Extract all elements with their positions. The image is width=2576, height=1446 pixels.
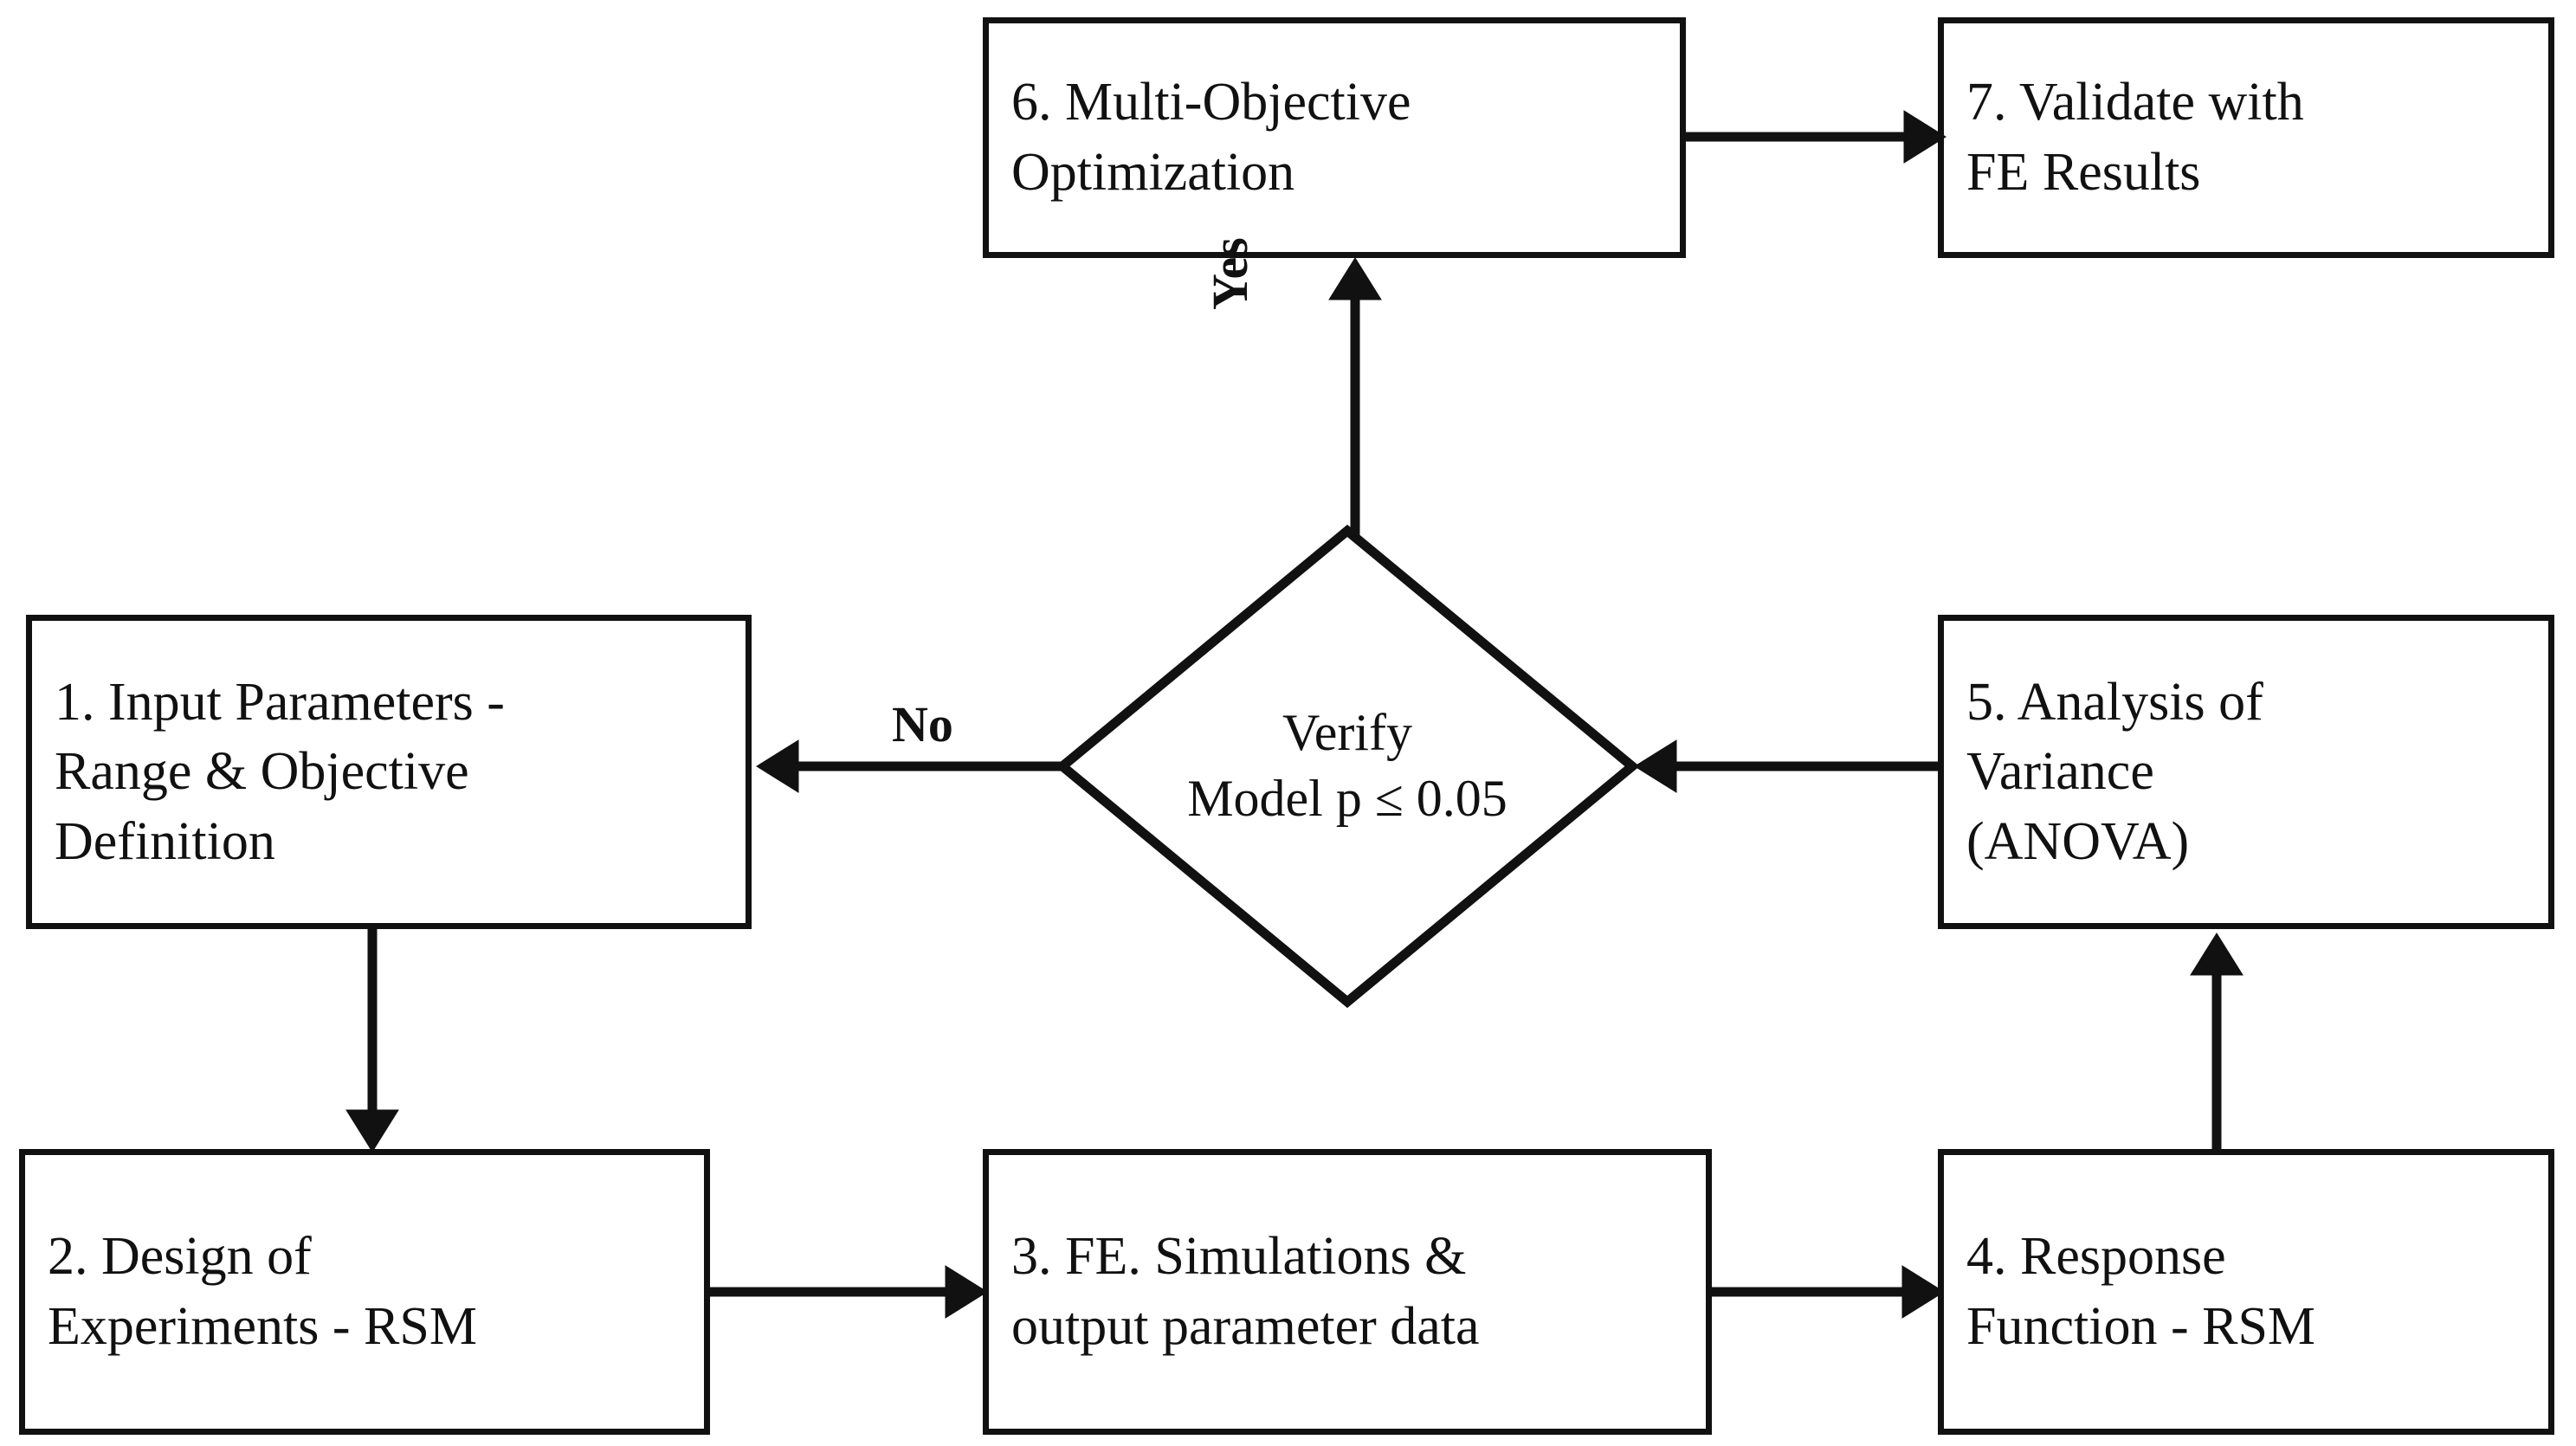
- node-step-3-fe-simulations[interactable]: 3. FE. Simulations & output parameter da…: [983, 1149, 1712, 1435]
- edge-step3-to-step4: [1712, 1265, 1945, 1319]
- node-decision-verify-model[interactable]: Verify Model p ≤ 0.05: [1055, 524, 1640, 1009]
- edge-step5-to-decision: [1634, 739, 1941, 793]
- edge-step6-to-step7: [1686, 110, 1947, 164]
- edge-decision-to-step1-no: [756, 739, 1063, 793]
- node-step-2-label: 2. Design of Experiments - RSM: [48, 1227, 477, 1356]
- edge-label-no: No: [892, 696, 953, 752]
- node-step-5-label: 5. Analysis of Variance (ANOVA): [1966, 672, 2263, 871]
- node-step-7-label: 7. Validate with FE Results: [1966, 73, 2304, 202]
- node-step-5-analysis-of-variance[interactable]: 5. Analysis of Variance (ANOVA): [1938, 615, 2554, 929]
- node-step-6-label: 6. Multi-Objective Optimization: [1011, 73, 1411, 202]
- edge-step1-to-step2: [345, 926, 399, 1152]
- node-step-4-response-function[interactable]: 4. Response Function - RSM: [1938, 1149, 2554, 1435]
- node-step-4-label: 4. Response Function - RSM: [1966, 1227, 2316, 1356]
- node-step-3-label: 3. FE. Simulations & output parameter da…: [1011, 1227, 1480, 1356]
- edge-label-yes: Yes: [1202, 237, 1258, 310]
- diamond-shape: [1055, 524, 1640, 1009]
- node-step-1-label: 1. Input Parameters - Range & Objective …: [55, 672, 505, 871]
- node-step-2-design-of-experiments[interactable]: 2. Design of Experiments - RSM: [19, 1149, 710, 1435]
- node-step-6-multi-objective-optimization[interactable]: 6. Multi-Objective Optimization: [983, 17, 1686, 258]
- edge-step2-to-step3: [710, 1265, 988, 1319]
- edge-step4-to-step5: [2190, 933, 2244, 1153]
- edge-decision-to-step6-yes: [1328, 257, 1382, 537]
- node-step-1-input-parameters[interactable]: 1. Input Parameters - Range & Objective …: [26, 615, 752, 929]
- node-step-7-validate-with-fe-results[interactable]: 7. Validate with FE Results: [1938, 17, 2554, 258]
